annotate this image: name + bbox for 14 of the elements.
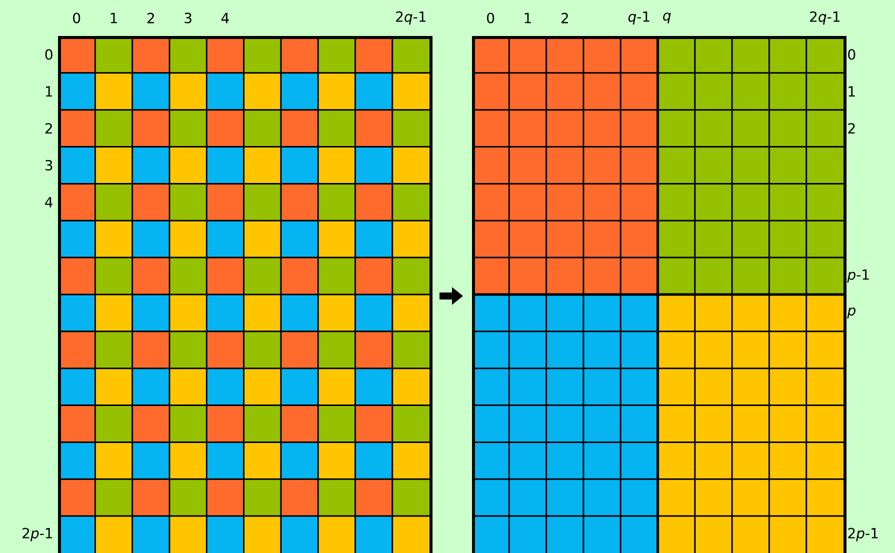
- axis-label: $\mbox{2\textit{q}-1}$: [810, 11, 840, 25]
- axis-label: $\mbox{2\textit{q}-1}$: [396, 11, 426, 25]
- axis-label: 3: [184, 12, 192, 24]
- axis-label: q-1: [628, 11, 650, 25]
- axis-label: q: [663, 12, 671, 24]
- axis-label: 0: [487, 12, 494, 24]
- axis-label: 1: [110, 12, 117, 24]
- axis-label: 4: [221, 12, 229, 24]
- axis-label: 2: [561, 12, 568, 24]
- axis-label: 2: [147, 12, 154, 24]
- block-grid: [472, 36, 846, 553]
- axis-label: 0: [73, 12, 80, 24]
- checkerboard-grid: [58, 36, 432, 553]
- axis-label: 1: [524, 12, 531, 24]
